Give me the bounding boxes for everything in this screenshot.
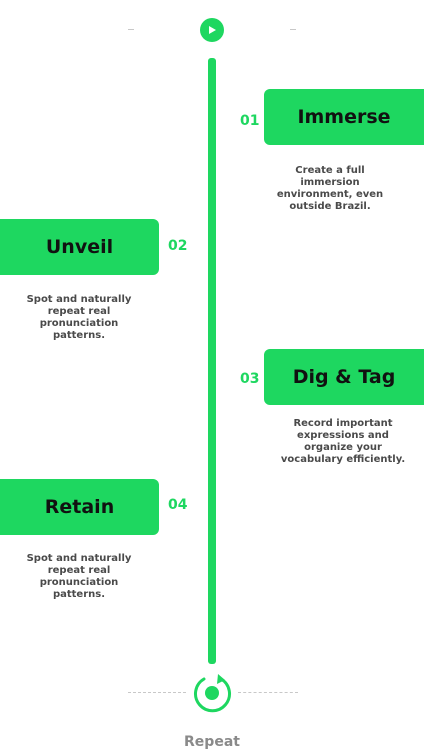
play-button[interactable] — [200, 18, 224, 42]
step-card-unveil[interactable]: Unveil — [0, 219, 159, 275]
step-number-03: 03 — [240, 371, 260, 387]
step-description-immerse: Create a full immersion environment, eve… — [276, 165, 384, 212]
bottom-dash-right — [238, 692, 298, 694]
step-title-dig-tag: Dig & Tag — [292, 366, 396, 388]
step-number-01: 01 — [240, 113, 260, 129]
step-title-retain: Retain — [44, 496, 115, 518]
bottom-dash-left — [128, 692, 186, 694]
repeat-icon[interactable] — [192, 673, 232, 713]
repeat-label: Repeat — [184, 734, 240, 750]
step-description-unveil: Spot and naturally repeat real pronuncia… — [26, 294, 132, 341]
timeline-line — [208, 58, 216, 664]
step-description-dig-tag: Record important expressions and organiz… — [280, 418, 406, 465]
step-card-retain[interactable]: Retain — [0, 479, 159, 535]
top-dash-left — [128, 29, 134, 31]
step-title-unveil: Unveil — [45, 236, 114, 258]
top-dash-right — [290, 29, 296, 31]
step-number-02: 02 — [168, 238, 188, 254]
step-card-dig-tag[interactable]: Dig & Tag — [264, 349, 424, 405]
step-description-retain: Spot and naturally repeat real pronuncia… — [26, 553, 132, 600]
step-card-immerse[interactable]: Immerse — [264, 89, 424, 145]
play-icon — [209, 26, 216, 34]
step-number-04: 04 — [168, 497, 188, 513]
step-title-immerse: Immerse — [297, 106, 391, 128]
